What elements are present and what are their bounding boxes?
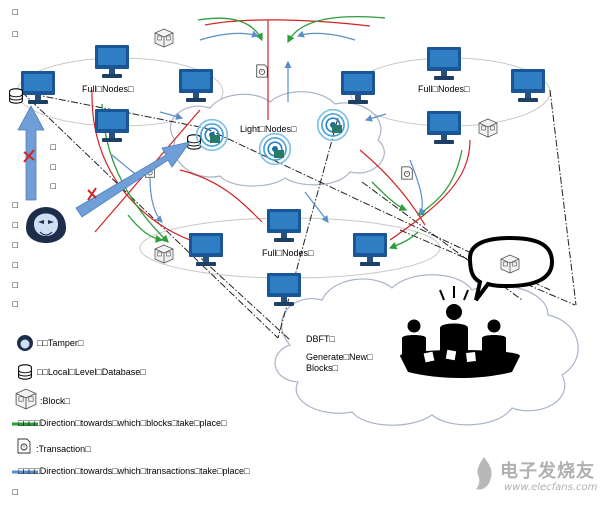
legend-tamper-label: □□Tamper□ (37, 338, 84, 348)
left-mark: □ (12, 201, 19, 209)
left-mark: □ (12, 300, 19, 308)
transaction-direction-arrows (111, 30, 426, 223)
left-mark: □ (12, 221, 19, 229)
dbft-title: DBFT□ (306, 334, 335, 344)
computer-icon (21, 71, 55, 104)
transaction-icon (256, 64, 268, 78)
computer-icon (189, 233, 223, 266)
hacker-icon (26, 207, 66, 243)
light-nodes-label: Light□Nodes□ (240, 124, 297, 134)
legend-block-direction: □□□□Direction□towards□which□blocks□take□… (18, 418, 226, 428)
legend-database: □□Local□Level□Database□ (37, 367, 146, 377)
dbft-cloud (274, 274, 579, 426)
watermark-text: 电子发烧友 (500, 461, 595, 482)
left-mark: □ (50, 143, 57, 151)
computer-icon (95, 109, 129, 142)
legend-keys (12, 335, 38, 474)
legend-block: :Block□ (40, 396, 70, 406)
computer-icon (341, 71, 375, 104)
block-icon (154, 244, 174, 264)
watermark-url: www.elecfans.com (504, 482, 598, 493)
watermark-logo-icon (476, 457, 492, 490)
computer-icon (511, 69, 545, 102)
wifi-node-badge (332, 125, 342, 133)
dbft-line2: Blocks□ (306, 363, 338, 373)
speech-bubble-icon (467, 235, 555, 302)
computer-icon (427, 111, 461, 144)
wifi-node-badge (210, 135, 220, 143)
database-icon (9, 88, 23, 104)
dbft-line1: Generate□New□ (306, 352, 373, 362)
block-icon (478, 118, 498, 138)
legend-tamper: □□Tamper□ (37, 338, 83, 348)
left-mark: □ (12, 241, 19, 249)
legend-block-label: :Block□ (40, 396, 70, 406)
block-icon (154, 28, 174, 48)
legend-end-mark: □ (12, 488, 19, 496)
computer-icon (267, 209, 301, 242)
left-mark: □ (12, 281, 19, 289)
transaction-icon (401, 166, 413, 180)
transaction-icon (17, 438, 31, 454)
full-nodes-right-label: Full□Nodes□ (418, 84, 470, 94)
people-group-icon (400, 286, 520, 378)
legend-transaction: :Transaction□ (36, 444, 91, 454)
legend-transaction-label: :Transaction□ (36, 444, 91, 454)
computer-icon (179, 69, 213, 102)
left-mark: □ (12, 261, 19, 269)
left-mark: □ (12, 30, 19, 38)
legend-block-direction-label: □□□□Direction□towards□which□blocks□take□… (18, 418, 227, 428)
computer-icon (267, 273, 301, 306)
left-mark: □ (50, 182, 57, 190)
left-mark: □ (12, 8, 19, 16)
wifi-node-badge (274, 150, 284, 158)
left-mark: □ (50, 163, 57, 171)
full-nodes-bottom-label: Full□Nodes□ (262, 248, 314, 258)
computer-icon (427, 47, 461, 80)
block-icon (15, 388, 37, 410)
wifi-node-icon (258, 132, 292, 166)
full-nodes-left-label: Full□Nodes□ (82, 84, 134, 94)
watermark: 电子发烧友 www.elecfans.com (470, 455, 606, 501)
legend-database-label: □□Local□Level□Database□ (37, 367, 146, 377)
computer-icon (95, 45, 129, 78)
computer-icon (353, 233, 387, 266)
cross-icon (23, 149, 97, 201)
database-icon (18, 364, 32, 380)
legend-transaction-direction: □□□□Direction□towards□which□transactions… (18, 466, 249, 476)
legend-transaction-direction-label: □□□□Direction□towards□which□transactions… (18, 466, 250, 476)
